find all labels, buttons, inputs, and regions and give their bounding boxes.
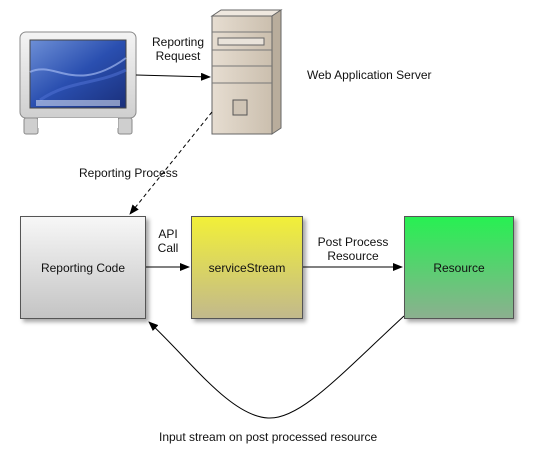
input-stream-arrow xyxy=(148,315,405,419)
service-stream-node: serviceStream xyxy=(191,216,303,319)
tower-server-icon xyxy=(210,9,283,135)
reporting-request-line1: Reporting xyxy=(151,35,205,49)
reporting-process-arrow xyxy=(129,111,213,215)
api-call-line2: Call xyxy=(157,241,179,255)
post-process-line2: Resource xyxy=(327,249,379,263)
post-process-resource-label: Post Process Resource xyxy=(311,235,395,263)
reporting-request-label: Reporting Request xyxy=(146,35,210,63)
api-call-line1: API xyxy=(158,227,178,241)
reporting-process-label: Reporting Process xyxy=(79,166,178,180)
reporting-request-line2: Request xyxy=(155,49,201,63)
input-stream-label: Input stream on post processed resource xyxy=(159,430,378,444)
service-stream-label: serviceStream xyxy=(208,260,286,275)
web-application-server-label: Web Application Server xyxy=(307,68,432,82)
desktop-monitor-icon xyxy=(19,31,137,135)
api-call-label: API Call xyxy=(150,227,186,255)
reporting-code-label: Reporting Code xyxy=(40,260,126,275)
resource-label: Resource xyxy=(433,260,485,275)
post-process-line1: Post Process xyxy=(317,235,389,249)
resource-node: Resource xyxy=(404,216,514,319)
reporting-code-node: Reporting Code xyxy=(20,216,146,319)
reporting-request-arrow xyxy=(135,72,211,81)
